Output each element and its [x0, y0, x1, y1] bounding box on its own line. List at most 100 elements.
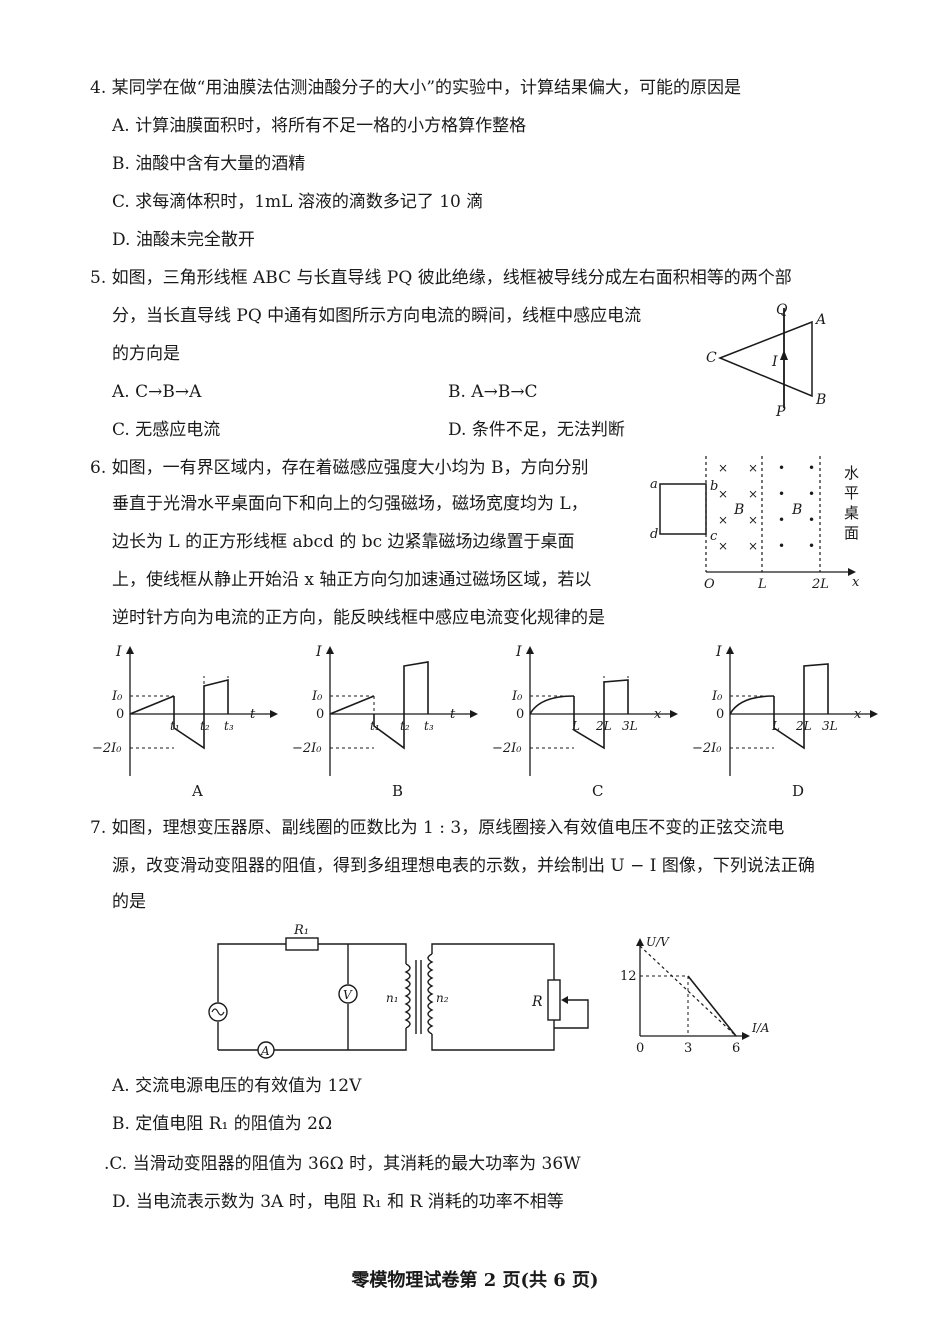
axis-label-x: x — [654, 707, 662, 722]
origin-label: 0 — [316, 707, 324, 722]
secondary-coil — [427, 953, 434, 1035]
axis-label-t: t — [250, 707, 256, 722]
field-label-b1: B — [733, 502, 744, 518]
y-label: U/V — [646, 935, 670, 949]
axis-label-x: x — [852, 575, 860, 590]
tick-12: 12 — [620, 969, 637, 984]
q4-option-c: C. 求每滴体积时，1mL 溶液的滴数多记了 10 滴 — [112, 192, 484, 212]
tick-t3: t₃ — [424, 719, 434, 733]
y-arrow-icon — [636, 938, 644, 946]
origin-label: 0 — [516, 707, 524, 722]
table-label: 水平桌面 — [844, 464, 859, 542]
axis-label-i: I — [115, 644, 122, 660]
q4-stem: 4. 某同学在做“用油膜法估测油酸分子的大小”的实验中，计算结果偏大，可能的原因… — [90, 78, 742, 98]
dot-mark: • — [808, 539, 815, 553]
axis-label-x: x — [854, 707, 862, 722]
x-arrow-icon — [670, 710, 678, 718]
graph-caption: B — [392, 782, 403, 800]
corner-b: b — [710, 479, 718, 494]
q5-option-d: D. 条件不足，无法判断 — [448, 420, 625, 440]
sine-wave-icon — [211, 1008, 225, 1016]
dot-mark: • — [808, 487, 815, 501]
current-curve — [173, 678, 229, 750]
tick-i0: I₀ — [311, 689, 323, 704]
q5-stem-line1: 5. 如图，三角形线框 ABC 与长直导线 PQ 彼此绝缘，线框被导线分成左右面… — [90, 268, 792, 288]
cross-mark: × — [748, 487, 758, 501]
q7-option-c: .C. 当滑动变阻器的阻值为 36Ω 时，其消耗的最大功率为 36W — [104, 1154, 581, 1174]
q5-stem-line2: 分，当长直导线 PQ 中通有如图所示方向电流的瞬间，线框中感应电流 — [112, 306, 642, 326]
dot-mark: • — [778, 539, 785, 553]
graph-caption: A — [191, 782, 203, 800]
tick-neg-2i0: −2I₀ — [492, 741, 522, 756]
axis-tick-2l: 2L — [811, 577, 829, 592]
field-label-b2: B — [791, 502, 802, 518]
axis-label-i: I — [515, 644, 522, 660]
current-arrow-icon — [780, 350, 788, 360]
dot-mark: • — [808, 461, 815, 475]
wire-bottom-right — [274, 1028, 407, 1051]
page-footer: 零模物理试卷第 2 页(共 6 页) — [351, 1270, 599, 1291]
primary-coil — [404, 963, 411, 1029]
y-arrow-icon — [526, 646, 534, 654]
label-a: A — [814, 312, 826, 328]
tick-3l: 3L — [622, 719, 638, 733]
ammeter-label: A — [260, 1044, 270, 1058]
q7-option-b: B. 定值电阻 R₁ 的阻值为 2Ω — [112, 1114, 333, 1134]
rheostat-slider-wire — [554, 999, 589, 1029]
q5-option-c: C. 无感应电流 — [112, 420, 221, 440]
slider-arrow-icon — [561, 996, 568, 1004]
y-arrow-icon — [126, 646, 134, 654]
tick-l: L — [771, 719, 780, 733]
current-curve — [373, 661, 429, 750]
current-curve — [573, 679, 629, 750]
x-arrow-icon — [470, 710, 478, 718]
q4-option-a: A. 计算油膜面积时，将所有不足一格的小方格算作整格 — [112, 116, 527, 136]
resistor-r1 — [285, 937, 319, 951]
tick-t2: t₂ — [200, 719, 210, 733]
q5-triangle-figure: Q A C I P B — [706, 302, 826, 420]
tick-0: 0 — [636, 1041, 644, 1056]
current-curve — [773, 663, 829, 750]
x-label: I/A — [751, 1021, 770, 1035]
q7-option-a: A. 交流电源电压的有效值为 12V — [112, 1076, 362, 1096]
dot-mark: • — [778, 513, 785, 527]
cross-mark: × — [748, 461, 758, 475]
q5-stem-line3: 的方向是 — [112, 344, 180, 364]
axis-label-i: I — [315, 644, 322, 660]
label-b: B — [815, 392, 826, 408]
q6-field-figure: ××••××••××••××•• a b c d B B O L 2L x 水平… — [650, 456, 860, 592]
wire-top-right — [318, 943, 407, 964]
label-n2: n₂ — [436, 991, 449, 1005]
wire-secondary-top — [431, 943, 555, 980]
origin-label: 0 — [716, 707, 724, 722]
q7-circuit-diagram: V A R₁ n₁ n₂ R — [208, 923, 589, 1059]
wire-top-left — [217, 943, 286, 1002]
tick-t3: t₃ — [224, 719, 234, 733]
q6-stem-line4: 上，使线框从静止开始沿 x 轴正方向匀加速通过磁场区域，若以 — [112, 570, 592, 590]
axis-tick-l: L — [757, 577, 767, 592]
x-arrow-icon — [742, 1032, 750, 1040]
x-axis-arrow-icon — [848, 568, 856, 576]
x-arrow-icon — [270, 710, 278, 718]
label-p: P — [775, 404, 786, 420]
dot-mark: • — [778, 487, 785, 501]
label-n1: n₁ — [386, 991, 399, 1005]
axis-label-t: t — [450, 707, 456, 722]
tick-3: 3 — [684, 1041, 692, 1056]
cross-mark: × — [718, 539, 728, 553]
ac-source — [208, 1002, 228, 1022]
tick-l: L — [571, 719, 580, 733]
tick-neg-2i0: −2I₀ — [292, 741, 322, 756]
q4-option-d: D. 油酸未完全散开 — [112, 230, 255, 250]
y-arrow-icon — [726, 646, 734, 654]
square-loop-abcd — [659, 483, 707, 535]
q6-stem-line1: 6. 如图，一有界区域内，存在着磁感应强度大小均为 B，方向分别 — [90, 458, 589, 478]
field-markers: ××••××••××••××•• — [718, 461, 815, 553]
cross-mark: × — [748, 513, 758, 527]
tick-t2: t₂ — [400, 719, 410, 733]
